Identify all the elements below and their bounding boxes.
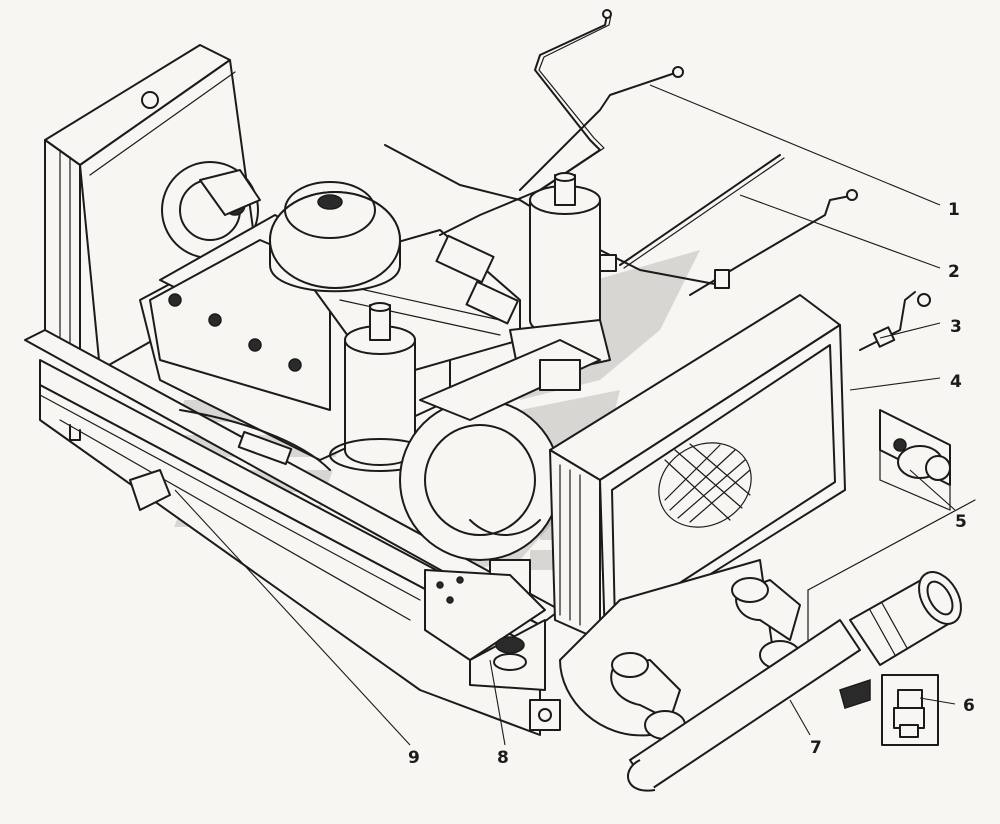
inset-detail-5 — [879, 409, 951, 511]
callout-3: 3 — [950, 317, 962, 337]
callout-5: 5 — [955, 512, 967, 532]
callout-4: 4 — [950, 372, 962, 392]
engine-mount — [424, 569, 546, 691]
callout-9: 9 — [408, 748, 420, 768]
callout-8: 8 — [497, 748, 509, 768]
callout-2: 2 — [948, 262, 960, 282]
fuel-lines — [384, 9, 858, 296]
air-filter — [199, 169, 401, 293]
leader-lines — [174, 84, 976, 746]
inset-detail-6 — [881, 674, 939, 746]
temperature-sensor — [859, 291, 931, 351]
callout-6: 6 — [963, 696, 975, 716]
exhaust-outlet — [849, 571, 962, 666]
intake-box — [549, 294, 846, 641]
callout-7: 7 — [810, 738, 822, 758]
callout-1: 1 — [948, 200, 960, 220]
callout-labels: 1 2 3 4 5 6 7 8 9 — [408, 200, 975, 768]
oil-filter-left — [329, 302, 431, 472]
grille-mesh — [664, 443, 751, 523]
exhaust-manifold — [529, 559, 871, 792]
